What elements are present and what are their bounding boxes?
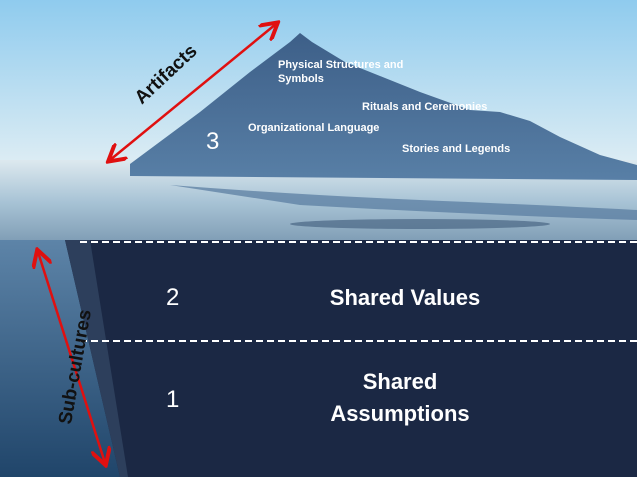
artifacts-arrow: [110, 24, 276, 160]
level-number-1: 1: [166, 386, 180, 413]
shared-assumptions-line1: Shared: [362, 369, 438, 394]
level-number-2: 2: [166, 284, 180, 311]
level-number-3: 3: [206, 128, 220, 155]
artifact-item: Organizational Language: [248, 122, 380, 134]
shared-values-label: Shared Values: [329, 285, 481, 310]
artifact-item: Rituals and Ceremonies: [362, 101, 488, 113]
artifact-item: Stories and Legends: [402, 143, 511, 155]
shared-assumptions-line2: Assumptions: [330, 401, 470, 426]
artifact-item: Physical Structures and Symbols: [278, 59, 404, 85]
subcultures-arrow: [38, 252, 105, 463]
shared-assumptions-label: Shared Assumptions: [275, 366, 525, 430]
